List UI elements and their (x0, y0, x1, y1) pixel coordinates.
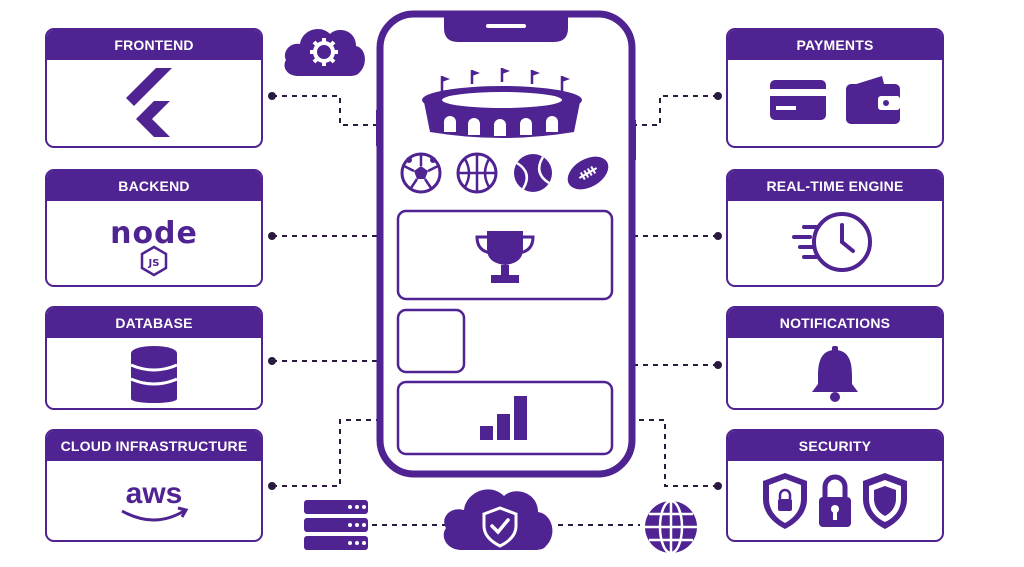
card-backend: BACKEND node JS (45, 169, 263, 287)
svg-text:JS: JS (148, 258, 160, 269)
soccer-ball-icon (400, 152, 442, 194)
card-database: DATABASE (45, 306, 263, 410)
database-icon (130, 346, 178, 403)
connector-security (632, 419, 718, 487)
card-payments: PAYMENTS (726, 28, 944, 148)
credit-card-icon (770, 80, 826, 120)
card-cloud-infrastructure: CLOUD INFRASTRUCTURE aws (45, 429, 263, 542)
card-title: PAYMENTS (728, 30, 942, 60)
football-icon (567, 156, 609, 190)
card-title: FRONTEND (47, 30, 261, 60)
padlock-icon (819, 474, 851, 527)
card-frontend: FRONTEND (45, 28, 263, 148)
card-security: SECURITY (726, 429, 944, 542)
card-title: DATABASE (47, 308, 261, 338)
card-title: NOTIFICATIONS (728, 308, 942, 338)
phone-notch (444, 15, 568, 42)
bar-chart-icon (480, 396, 527, 440)
shield-icon (863, 473, 907, 529)
card-title: CLOUD INFRASTRUCTURE (47, 431, 261, 461)
bell-icon (812, 346, 858, 402)
wallet-icon (846, 76, 900, 124)
security-icons (763, 473, 907, 529)
card-title: BACKEND (47, 171, 261, 201)
card-real-time-engine: REAL-TIME ENGINE (726, 169, 944, 287)
connector-cloud (272, 419, 378, 487)
cloud-gear-icon (284, 29, 365, 76)
trophy-icon (475, 231, 535, 283)
globe-icon (645, 499, 697, 555)
small-panel (396, 308, 466, 374)
cloud-shield-icon (443, 489, 553, 550)
flutter-logo-icon (126, 68, 172, 137)
shield-lock-icon (763, 473, 807, 529)
payment-icons (770, 76, 900, 124)
aws-logo-icon: aws (121, 477, 189, 522)
connector-frontend (272, 95, 378, 126)
svg-text:node: node (110, 216, 198, 251)
server-stack-icon (304, 500, 368, 550)
fast-clock-icon (792, 212, 872, 272)
basketball-icon (456, 152, 498, 194)
card-title: REAL-TIME ENGINE (728, 171, 942, 201)
stadium-icon (422, 68, 582, 138)
connector-payments (632, 95, 718, 126)
card-notifications: NOTIFICATIONS (726, 306, 944, 410)
tennis-ball-icon (514, 154, 552, 192)
card-title: SECURITY (728, 431, 942, 461)
nodejs-logo-icon: node JS (110, 216, 198, 277)
svg-text:aws: aws (126, 477, 183, 510)
smartphone (376, 10, 636, 478)
